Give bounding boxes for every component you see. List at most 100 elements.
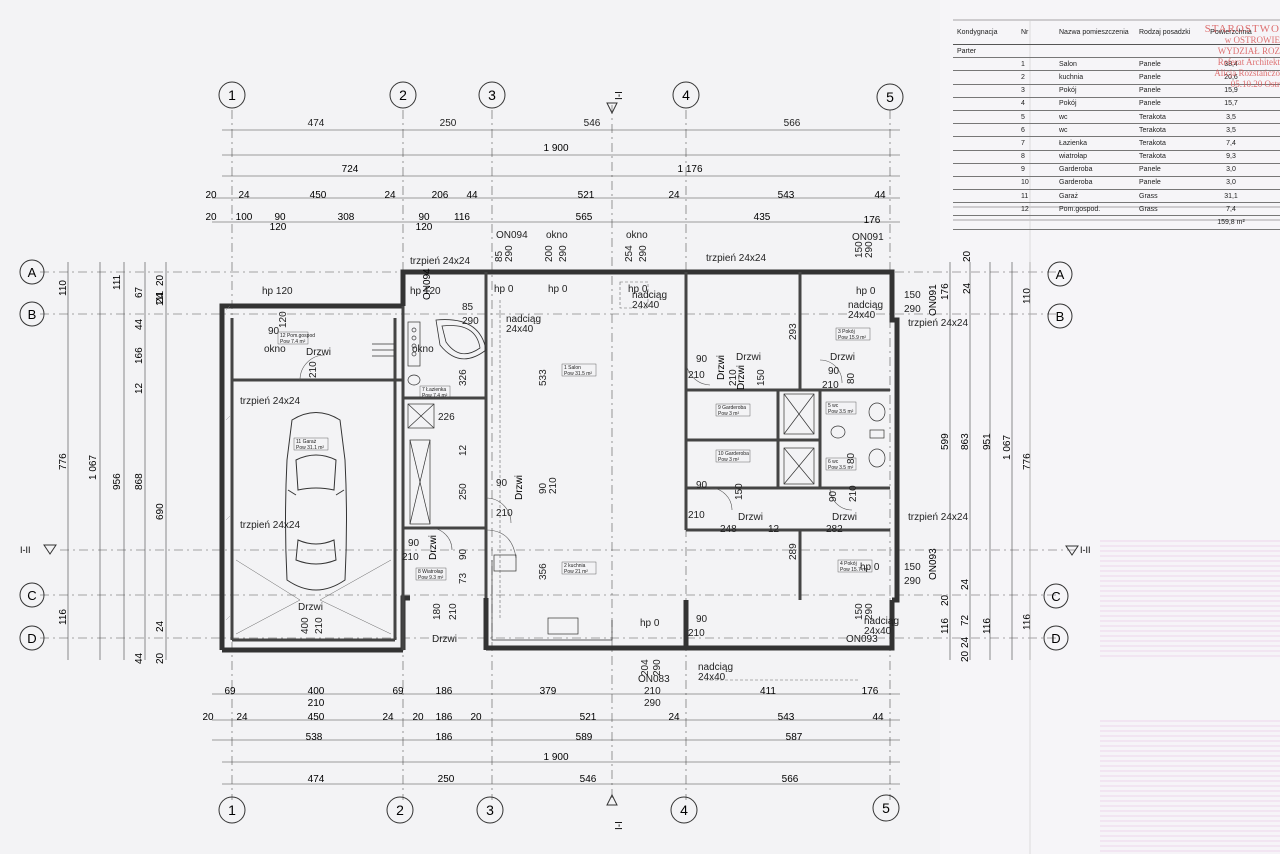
axis-bubble-1-top: 1 xyxy=(218,81,246,109)
stamp-line: 05.10.20 Ostr xyxy=(1230,79,1280,89)
stamp-line: w OSTROWIE xyxy=(1224,35,1280,45)
svg-text:226: 226 xyxy=(438,412,455,423)
svg-text:B: B xyxy=(1056,309,1065,324)
lintel-label: 24x40 xyxy=(632,300,660,311)
svg-text:20: 20 xyxy=(205,190,217,201)
svg-text:599: 599 xyxy=(940,433,951,450)
table-cell: 4 xyxy=(1021,100,1025,108)
svg-text:289: 289 xyxy=(788,543,799,560)
svg-text:435: 435 xyxy=(754,212,771,223)
svg-text:90: 90 xyxy=(696,354,708,365)
height-label: hp 0 xyxy=(640,618,660,629)
table-cell: Salon xyxy=(1059,60,1077,68)
door-label: Drzwi xyxy=(298,602,323,613)
stamp-line: WYDZIAŁ ROZ xyxy=(1217,46,1280,56)
svg-text:210: 210 xyxy=(308,361,319,378)
svg-text:80: 80 xyxy=(846,372,857,384)
svg-text:210: 210 xyxy=(448,603,459,620)
svg-text:Pow 9.3 m²: Pow 9.3 m² xyxy=(418,575,444,581)
lintel-label: nadciąg xyxy=(864,616,899,627)
svg-text:24: 24 xyxy=(155,620,166,632)
svg-text:85: 85 xyxy=(462,302,474,313)
table-cell: 15,7 xyxy=(1224,100,1238,108)
svg-text:90: 90 xyxy=(408,538,420,549)
lintel-label: nadciąg xyxy=(698,662,733,673)
svg-text:69: 69 xyxy=(224,686,236,697)
table-cell: 3,5 xyxy=(1226,113,1236,121)
bottom-dim-row2: 20 24 450 24 20 186 20 521 24 543 44 xyxy=(202,712,884,723)
lintel-label: nadciąg xyxy=(848,300,883,311)
svg-text:290: 290 xyxy=(864,241,875,258)
table-cell: Panele xyxy=(1139,73,1161,81)
lintel-label: 24x40 xyxy=(864,626,892,637)
svg-text:150: 150 xyxy=(904,562,921,573)
window-tag: ON083 xyxy=(638,674,670,685)
svg-text:290: 290 xyxy=(904,576,921,587)
stamp-line: STAROSTWO xyxy=(1204,23,1280,35)
height-label: hp 0 xyxy=(860,562,880,573)
height-label: hp 0 xyxy=(494,284,514,295)
svg-text:100: 100 xyxy=(236,212,253,223)
svg-text:90: 90 xyxy=(828,490,839,502)
svg-text:111: 111 xyxy=(155,290,166,306)
svg-text:250: 250 xyxy=(458,483,469,500)
axis-bubble-2-top: 2 xyxy=(389,81,417,109)
table-header: Nr xyxy=(1021,28,1029,36)
table-cell: 8 xyxy=(1021,153,1025,161)
axis-bubble-D-left: D xyxy=(19,625,45,651)
svg-text:566: 566 xyxy=(782,774,799,785)
axis-bubble-A-right: A xyxy=(1047,261,1073,287)
svg-text:ON094: ON094 xyxy=(422,268,433,300)
column-label: trzpień 24x24 xyxy=(706,253,766,264)
section-marker-bottom: I-I xyxy=(606,793,625,830)
svg-text:10 Garderoba: 10 Garderoba xyxy=(718,451,749,457)
svg-text:356: 356 xyxy=(538,563,549,580)
table-cell: 15,9 xyxy=(1224,87,1238,95)
svg-text:400: 400 xyxy=(300,617,311,634)
svg-text:24: 24 xyxy=(382,712,394,723)
svg-text:308: 308 xyxy=(338,212,355,223)
right-dims: 20 24 176 863 951 1 067 599 24 72 24 110… xyxy=(940,250,1033,662)
svg-text:I-I: I-I xyxy=(614,91,625,100)
left-dimension-lines xyxy=(67,262,167,660)
table-cell: Terakota xyxy=(1139,126,1166,134)
axis-bubble-4-bottom: 4 xyxy=(670,796,698,824)
bottom-dimension-lines xyxy=(212,693,900,785)
svg-text:863: 863 xyxy=(960,433,971,450)
room-area-table: Kondygnacja Nr Nazwa pomieszczenia Rodza… xyxy=(953,20,1280,230)
svg-text:587: 587 xyxy=(786,732,803,743)
svg-text:248: 248 xyxy=(720,524,737,535)
column-label: trzpień 24x24 xyxy=(908,318,968,329)
svg-text:A: A xyxy=(28,265,37,280)
svg-text:Pow 3 m²: Pow 3 m² xyxy=(718,457,739,463)
height-label: hp 120 xyxy=(410,286,441,297)
table-frame xyxy=(953,19,1280,854)
table-cell: 5 xyxy=(1021,113,1025,121)
table-header: Nazwa pomieszczenia xyxy=(1059,28,1129,36)
interior-dimensions: 90 120 210 326 226 12 533 90 210 90 210 … xyxy=(268,241,921,709)
table-cell: Panele xyxy=(1139,166,1161,174)
svg-text:44: 44 xyxy=(874,190,886,201)
wc-fixtures-icon xyxy=(783,393,886,485)
table-total-row: 159,8 m² xyxy=(953,216,1280,230)
svg-text:210: 210 xyxy=(728,369,739,386)
svg-text:67: 67 xyxy=(134,286,145,298)
section-marker-right: I-II xyxy=(1065,545,1091,556)
svg-text:1 067: 1 067 xyxy=(1002,435,1013,460)
svg-text:I-II: I-II xyxy=(1080,545,1091,555)
svg-text:9 Garderoba: 9 Garderoba xyxy=(718,405,746,411)
svg-text:1: 1 xyxy=(228,87,236,103)
top-dim-row3: 724 1 176 xyxy=(342,164,703,175)
axis-bubble-A-left: A xyxy=(19,259,45,285)
svg-text:150: 150 xyxy=(854,603,865,620)
svg-text:254: 254 xyxy=(624,245,635,262)
